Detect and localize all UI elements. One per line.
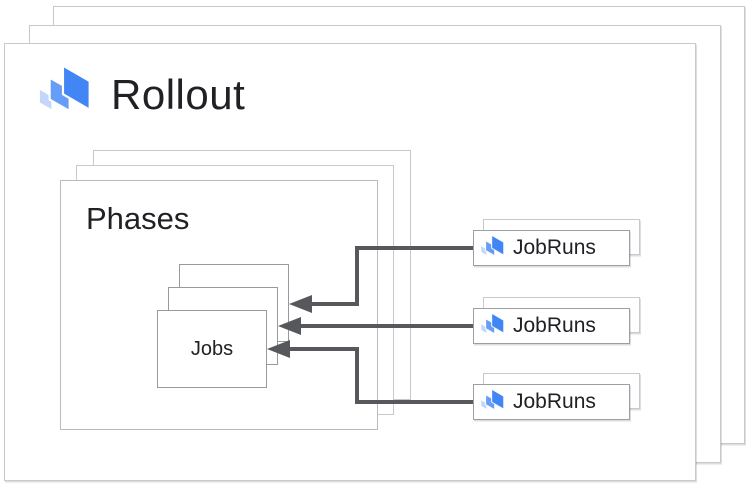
jobruns-label: JobRuns [513,390,596,413]
jobruns-group-1: JobRuns [473,219,642,267]
jobruns-label: JobRuns [513,236,596,259]
jobruns-label: JobRuns [513,314,596,337]
cloud-deploy-icon [38,63,91,113]
jobruns-card: JobRuns [473,308,630,344]
jobruns-group-2: JobRuns [473,297,642,345]
phases-label: Phases [86,201,190,236]
cloud-deploy-icon [480,311,505,335]
cloud-deploy-icon [480,233,505,257]
jobruns-card: JobRuns [473,230,630,266]
cloud-deploy-icon [480,387,505,411]
jobruns-card: JobRuns [473,384,630,420]
rollout-header: Rollout [35,63,245,127]
jobs-label: Jobs [190,337,234,360]
rollout-label: Rollout [111,71,246,118]
jobruns-group-3: JobRuns [473,373,642,421]
jobs-card: Jobs [157,310,267,388]
